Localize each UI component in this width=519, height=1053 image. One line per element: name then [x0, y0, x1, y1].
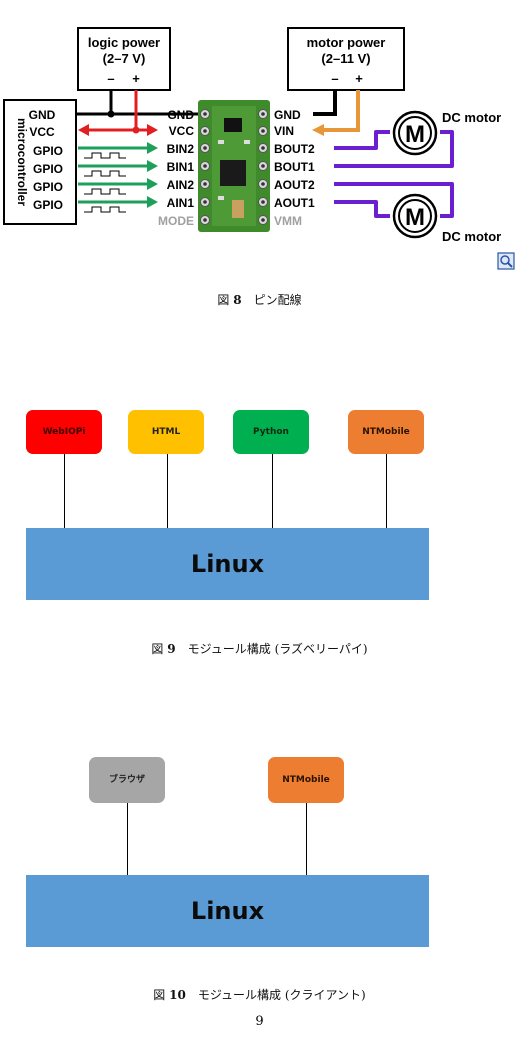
driver-pin-gnd-right: GND: [274, 108, 301, 122]
driver-pin-aout2: AOUT2: [274, 178, 315, 192]
mcu-pin-gnd: GND: [29, 108, 56, 122]
dc-motor-label-bottom: DC motor: [442, 229, 501, 244]
junction-dot: [133, 127, 140, 134]
linux-layer: Linux: [26, 528, 429, 600]
mcu-pin-gpio: GPIO: [33, 162, 63, 176]
driver-pin-bout1: BOUT1: [274, 160, 315, 174]
module-webiopi: WebIOPi: [26, 410, 102, 454]
motor-power-title: motor power: [307, 35, 386, 50]
dc-motor-icon: M: [394, 195, 436, 237]
motor-driver-board: [198, 100, 270, 232]
dc-motor-label-top: DC motor: [442, 110, 501, 125]
gpio-signal-arrows: [78, 142, 158, 208]
logic-power-minus: –: [107, 71, 114, 86]
module-ntmobile: NTMobile: [268, 757, 344, 803]
figure-10-caption: 図 10 モジュール構成 (クライアント): [0, 986, 519, 1003]
logic-power-range: (2–7 V): [103, 51, 146, 66]
driver-pin-vin: VIN: [274, 124, 294, 138]
vin-wire: [322, 90, 358, 130]
wiring-diagram: logic power (2–7 V) – + motor power (2–1…: [0, 0, 519, 275]
driver-pin-bout2: BOUT2: [274, 142, 315, 156]
connector-line: [127, 803, 128, 875]
linux-layer: Linux: [26, 875, 429, 947]
module-python: Python: [233, 410, 309, 454]
mcu-pin-vcc: VCC: [29, 125, 55, 139]
driver-pin-bin1: BIN1: [167, 160, 195, 174]
logic-power-plus: +: [132, 71, 140, 86]
driver-pin-bin2: BIN2: [167, 142, 195, 156]
motor-power-range: (2–11 V): [321, 51, 370, 66]
figure-8-caption: 図 8 ピン配線: [0, 291, 519, 308]
connector-line: [306, 803, 307, 875]
junction-dot: [108, 111, 115, 118]
driver-pin-ain1: AIN1: [167, 196, 195, 210]
mcu-pin-gpio: GPIO: [33, 198, 63, 212]
driver-pin-ain2: AIN2: [167, 178, 195, 192]
arrow-right-icon: [147, 124, 158, 136]
motor-gnd-wire: [313, 90, 335, 114]
driver-pin-vcc: VCC: [169, 124, 195, 138]
connector-line: [386, 454, 387, 528]
microcontroller-label: microcontroller: [15, 118, 29, 206]
driver-pin-gnd-left: GND: [167, 108, 194, 122]
page-number: 9: [0, 1014, 519, 1029]
arrow-left-icon: [78, 124, 89, 136]
motor-power-minus: –: [331, 71, 338, 86]
module-browser: ブラウザ: [89, 757, 165, 803]
motor-wires: [334, 132, 452, 216]
connector-line: [167, 454, 168, 528]
figure-9-caption: 図 9 モジュール構成 (ラズベリーパイ): [0, 640, 519, 657]
module-html: HTML: [128, 410, 204, 454]
mcu-pin-gpio: GPIO: [33, 144, 63, 158]
svg-text:M: M: [405, 121, 425, 148]
svg-text:M: M: [405, 204, 425, 231]
connector-line: [272, 454, 273, 528]
logic-power-title: logic power: [88, 35, 160, 50]
mcu-pin-gpio: GPIO: [33, 180, 63, 194]
zoom-icon[interactable]: [498, 253, 514, 269]
driver-pin-aout1: AOUT1: [274, 196, 315, 210]
dc-motor-icon: M: [394, 112, 436, 154]
driver-pin-mode: MODE: [158, 214, 194, 228]
arrow-left-icon: [312, 124, 324, 136]
connector-line: [64, 454, 65, 528]
driver-pin-vmm: VMM: [274, 214, 302, 228]
motor-power-plus: +: [355, 71, 363, 86]
module-ntmobile: NTMobile: [348, 410, 424, 454]
